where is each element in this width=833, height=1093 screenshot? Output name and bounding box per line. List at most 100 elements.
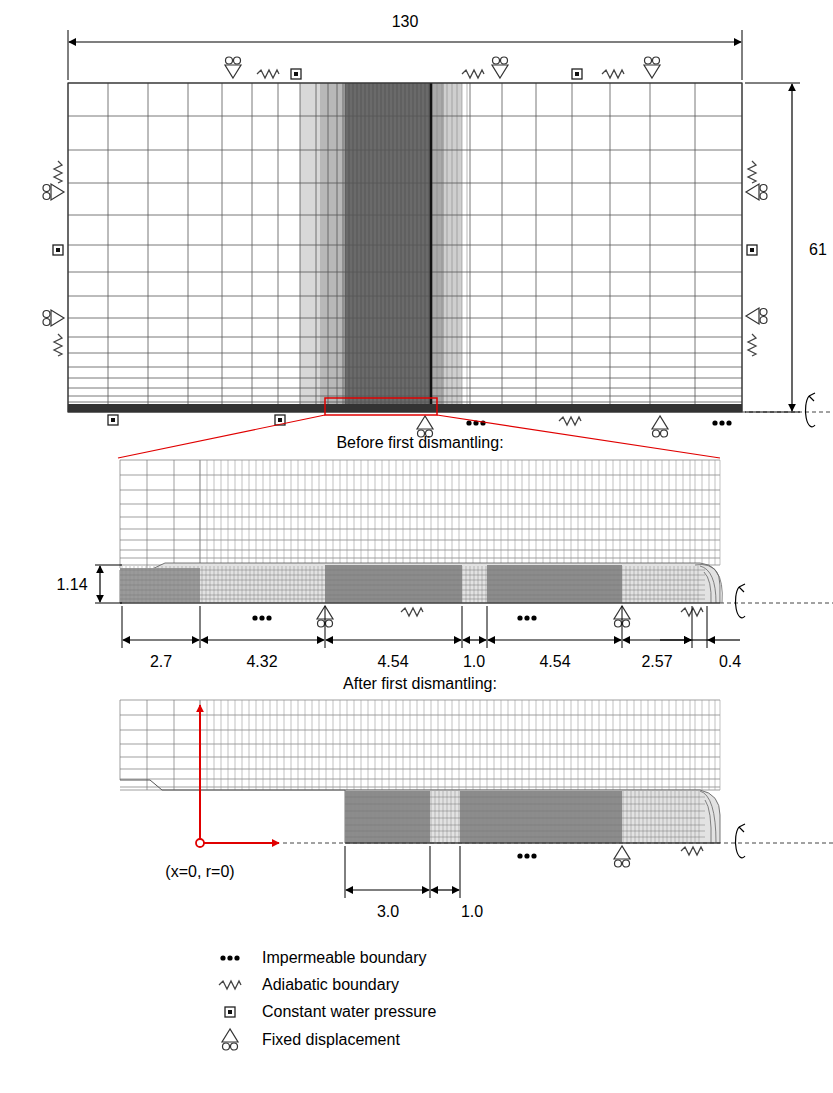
mesh-line xyxy=(698,566,699,603)
mesh-line xyxy=(120,550,720,551)
mesh-line xyxy=(120,517,720,518)
mesh-line xyxy=(683,460,684,565)
mesh-line xyxy=(345,831,705,832)
mesh-line xyxy=(682,566,683,603)
mesh-line xyxy=(382,566,383,603)
dimension-tick xyxy=(462,606,463,648)
impermeable-symbol xyxy=(220,955,239,960)
mesh-line xyxy=(662,566,663,603)
mesh-line xyxy=(445,700,446,790)
mesh-line xyxy=(385,83,386,412)
adiabatic-symbol xyxy=(219,981,241,989)
mesh-line xyxy=(490,566,491,603)
mesh-line xyxy=(382,700,383,790)
mesh-line xyxy=(575,791,576,843)
mesh-line xyxy=(375,791,376,843)
mesh-line xyxy=(366,566,367,603)
mesh-line xyxy=(120,769,720,770)
mesh-line xyxy=(405,83,406,412)
dimension-tick xyxy=(345,846,346,898)
dimension-arrow xyxy=(346,889,429,890)
mesh-line xyxy=(411,791,412,843)
mesh-line xyxy=(424,460,425,565)
mesh-line xyxy=(480,460,481,565)
mesh-fill xyxy=(68,404,742,412)
mesh-line xyxy=(68,378,742,379)
mesh-line xyxy=(473,700,474,790)
dimension-label: 61 xyxy=(809,241,827,258)
mesh-line xyxy=(174,700,175,790)
model-mesh xyxy=(68,83,833,427)
mesh-line xyxy=(445,460,446,565)
fixed-displacement-symbol xyxy=(225,57,241,78)
mesh-line xyxy=(120,504,720,505)
mesh-line xyxy=(483,791,484,843)
mesh-line xyxy=(557,460,558,565)
mesh-line xyxy=(397,83,398,412)
mesh-line xyxy=(365,83,366,412)
impermeable-symbol xyxy=(517,615,536,620)
mesh-line xyxy=(120,757,720,758)
mesh-line xyxy=(639,791,640,843)
symmetry-axis xyxy=(283,843,833,844)
mesh-line xyxy=(401,83,402,412)
mesh-line xyxy=(634,566,635,603)
water-pressure-symbol xyxy=(53,245,63,255)
mesh-line xyxy=(434,566,435,603)
mesh-line xyxy=(148,83,149,412)
mesh-line xyxy=(343,83,344,412)
mesh-line xyxy=(362,566,363,603)
label-slot: (x=0, r=0) xyxy=(165,863,234,881)
mesh-line xyxy=(615,791,616,843)
mesh-line xyxy=(452,83,453,412)
mesh-line xyxy=(363,791,364,843)
mesh-line xyxy=(690,566,691,603)
mesh-line xyxy=(508,460,509,565)
adiabatic-symbol xyxy=(257,70,279,78)
mesh-line xyxy=(383,791,384,843)
detail-mesh-after xyxy=(120,700,833,858)
mesh-line xyxy=(458,566,459,603)
dimension-tick xyxy=(622,606,623,648)
mesh-line xyxy=(147,460,148,568)
mesh-line xyxy=(252,83,253,412)
mesh-line xyxy=(695,791,696,843)
mesh-line xyxy=(643,791,644,843)
mesh-line xyxy=(68,402,742,403)
mesh-line xyxy=(634,460,635,565)
mesh-fill xyxy=(300,83,345,412)
mesh-line xyxy=(627,791,628,843)
mesh-line xyxy=(676,700,677,790)
origin-marker xyxy=(196,839,204,847)
mesh-line xyxy=(572,83,573,412)
mesh-line xyxy=(427,791,428,843)
label-slot: 2.57 xyxy=(641,653,672,671)
mesh-line xyxy=(473,460,474,565)
mesh-line xyxy=(442,566,443,603)
mesh-line xyxy=(120,779,720,780)
mesh-line xyxy=(536,700,537,790)
mesh-line xyxy=(459,700,460,790)
mesh-line xyxy=(188,83,189,412)
mesh-line xyxy=(709,460,710,565)
axisymmetry-symbol xyxy=(805,393,815,427)
mesh-line xyxy=(270,700,271,790)
mesh-line xyxy=(452,700,453,790)
adiabatic-symbol xyxy=(602,70,624,78)
dimension-label: 4.54 xyxy=(539,653,570,670)
mesh-line xyxy=(715,460,716,565)
mesh-line xyxy=(662,460,663,565)
mesh-line xyxy=(462,566,463,603)
label-slot: 4.54 xyxy=(539,653,570,671)
mesh-line xyxy=(395,791,396,843)
mesh-line xyxy=(550,566,551,603)
mesh-line xyxy=(235,460,236,565)
mesh-line xyxy=(486,566,487,603)
mesh-line xyxy=(463,791,464,843)
mesh-line xyxy=(429,83,430,412)
mesh-line xyxy=(641,460,642,565)
mesh-line xyxy=(403,700,404,790)
mesh-line xyxy=(611,791,612,843)
adiabatic-symbol xyxy=(559,417,581,425)
mesh-line xyxy=(242,460,243,565)
